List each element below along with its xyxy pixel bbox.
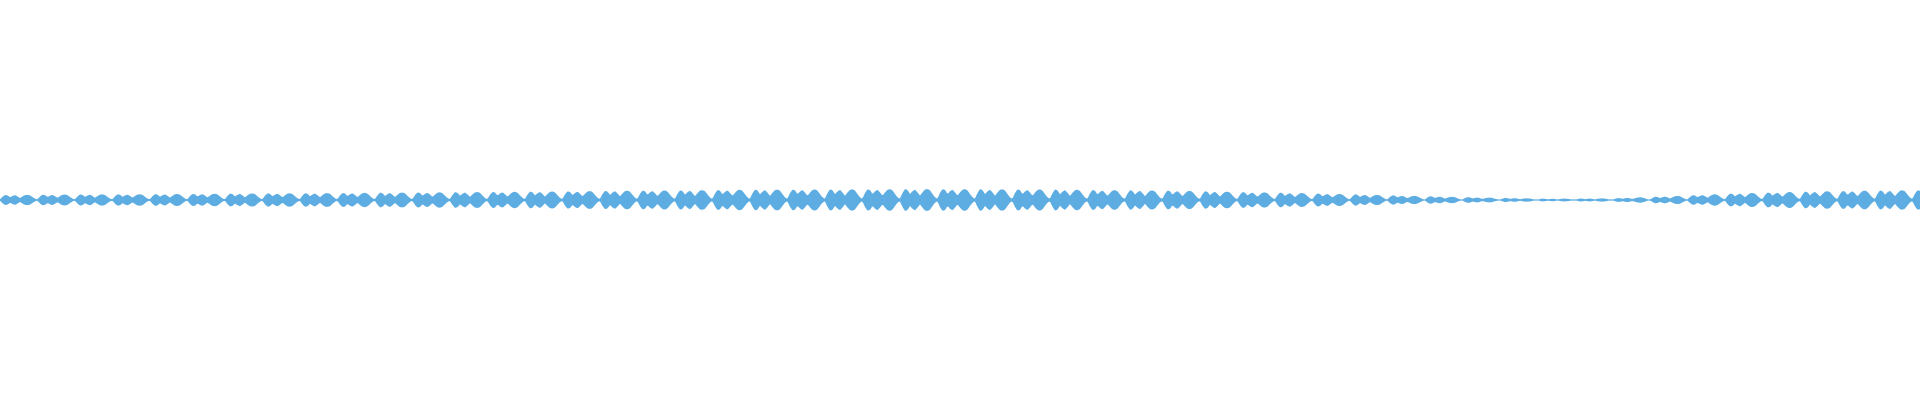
waveform-path — [0, 189, 1920, 211]
